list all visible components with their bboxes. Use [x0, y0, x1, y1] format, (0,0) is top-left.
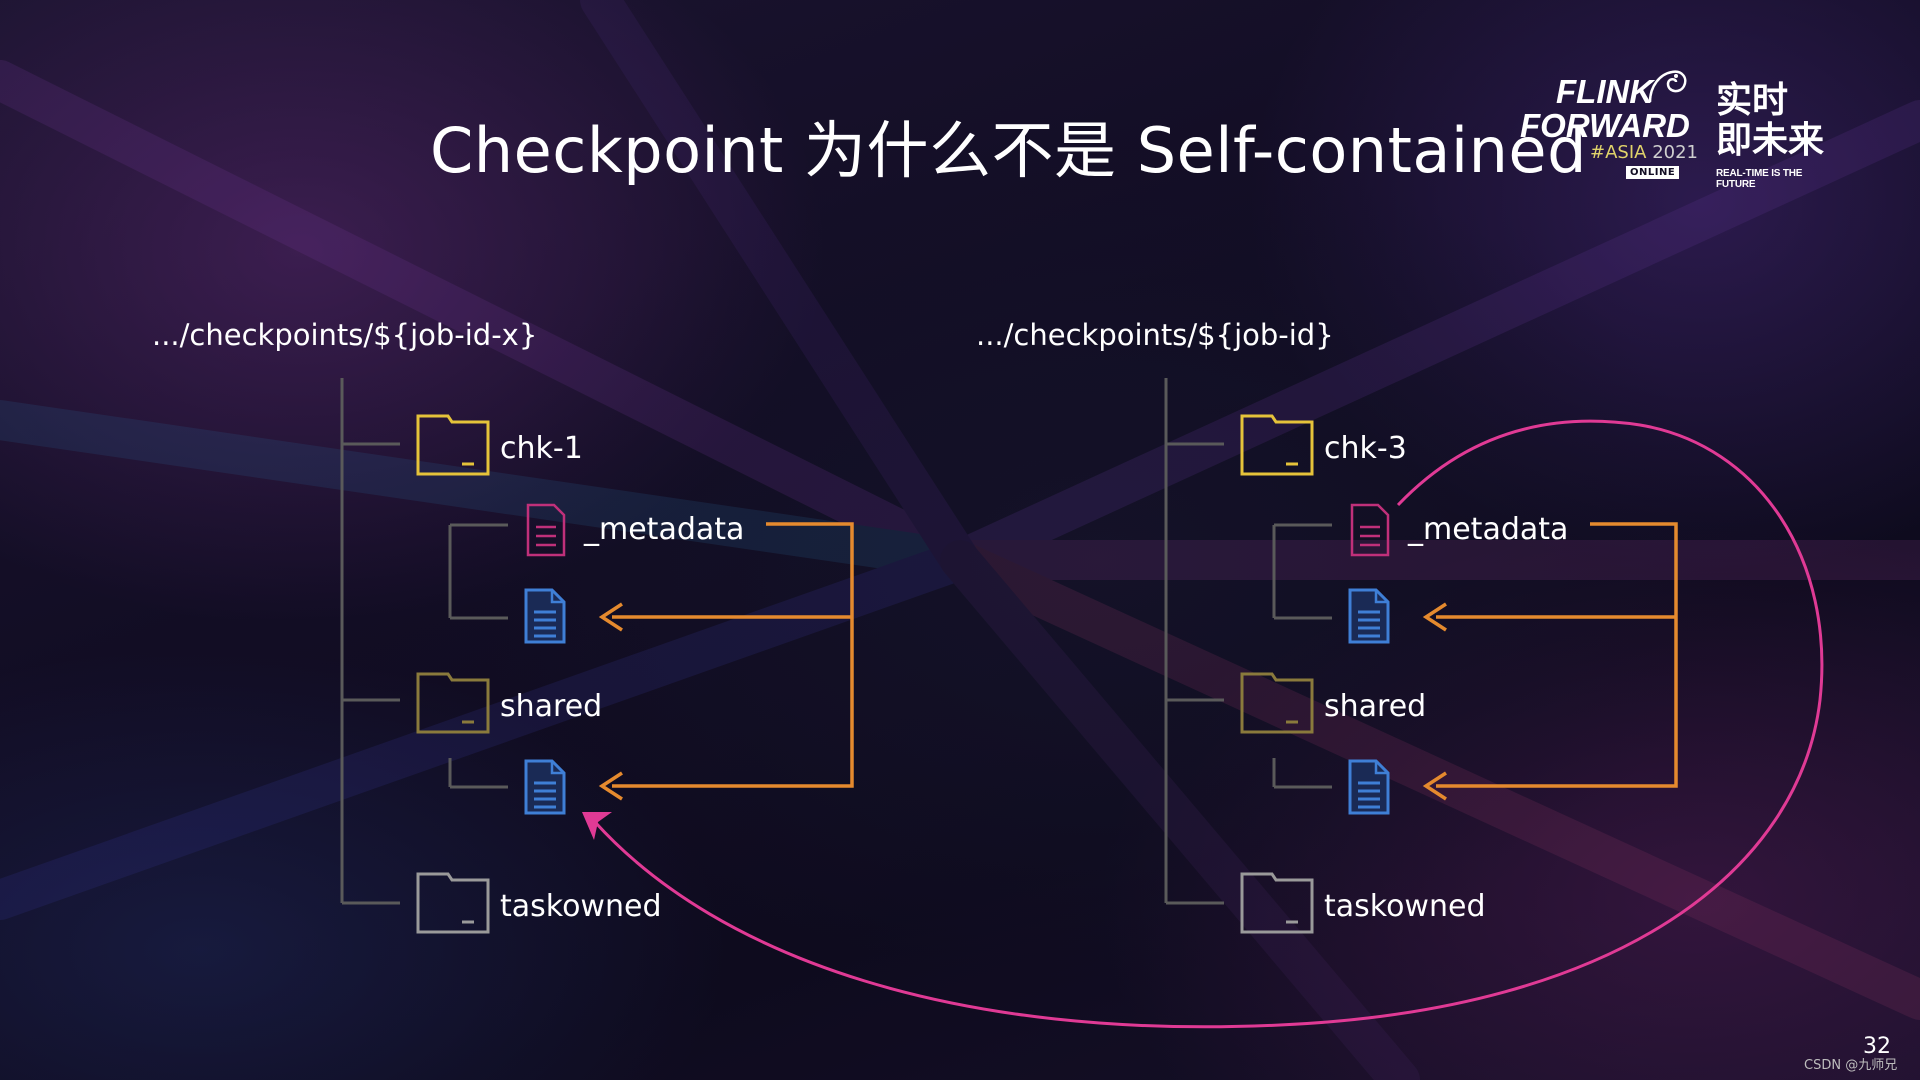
left-taskowned-folder-label: taskowned	[500, 889, 662, 924]
left-shared-data-file-icon	[524, 759, 566, 815]
logo-forward-text: FORWARD	[1520, 107, 1690, 144]
cross-reference-arrow	[582, 419, 1824, 1029]
logo-cn-line1: 实时	[1716, 80, 1789, 121]
left-root-path: .../checkpoints/${job-id-x}	[152, 318, 538, 352]
logo-edition-year: 2021	[1652, 142, 1698, 163]
right-chk-folder-label: chk-3	[1324, 431, 1407, 466]
left-tree	[340, 378, 854, 934]
left-shared-folder-icon	[416, 672, 490, 734]
right-taskowned-folder-icon	[1240, 872, 1314, 934]
right-tree	[1164, 378, 1678, 934]
logo-online-badge: ONLINE	[1626, 166, 1680, 179]
right-shared-folder-icon	[1240, 672, 1314, 734]
left-tree-lines	[340, 378, 508, 905]
right-shared-data-file-icon	[1348, 759, 1390, 815]
logo-edition-hash: #ASIA	[1590, 142, 1647, 163]
flink-forward-logo: FLINK FORWARD #ASIA 2021 ONLINE 实时 即未来 R…	[1510, 62, 1840, 192]
right-metadata-file-icon	[1350, 503, 1390, 557]
right-shared-folder-label: shared	[1324, 689, 1427, 724]
page-number: 32	[1863, 1034, 1891, 1059]
logo-flink-text: FLINK	[1556, 73, 1654, 110]
left-metadata-file-icon	[526, 503, 566, 557]
right-chk-folder-icon	[1240, 414, 1314, 476]
logo-edition: #ASIA 2021	[1590, 142, 1698, 163]
left-chk-folder-icon	[416, 414, 490, 476]
logo-cn-line2: 即未来	[1716, 120, 1825, 161]
watermark: CSDN @九师兄	[1804, 1058, 1898, 1073]
squirrel-icon	[1648, 70, 1687, 103]
right-metadata-label: _metadata	[1408, 512, 1569, 547]
left-metadata-label: _metadata	[584, 512, 745, 547]
left-taskowned-folder-icon	[416, 872, 490, 934]
right-tree-lines	[1164, 378, 1332, 905]
slide-title: Checkpoint 为什么不是 Self-contained	[430, 114, 1587, 187]
logo-tagline: REAL-TIME IS THE FUTURE	[1716, 168, 1803, 190]
left-shared-folder-label: shared	[500, 689, 603, 724]
right-reference-arrows	[1422, 522, 1678, 801]
left-chk-folder-label: chk-1	[500, 431, 583, 466]
left-chk-data-file-icon	[524, 588, 566, 644]
right-taskowned-folder-label: taskowned	[1324, 889, 1486, 924]
left-reference-arrows	[598, 522, 854, 801]
right-root-path: .../checkpoints/${job-id}	[976, 318, 1334, 352]
right-chk-data-file-icon	[1348, 588, 1390, 644]
